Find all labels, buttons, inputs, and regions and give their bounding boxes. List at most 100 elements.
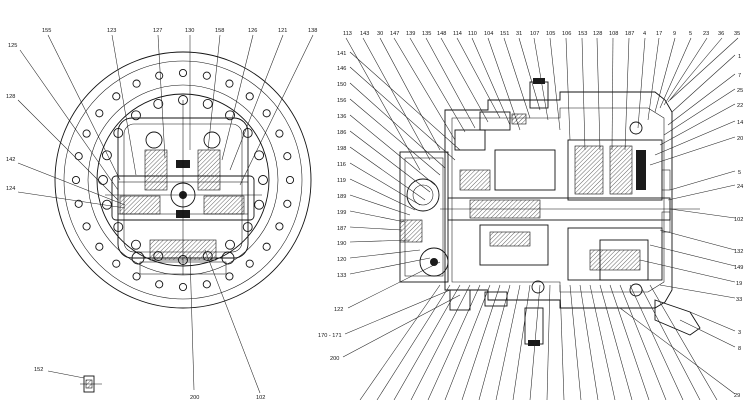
- callout-9: 9: [673, 31, 676, 37]
- leader-line: [579, 284, 599, 400]
- leader-line: [663, 88, 736, 136]
- leader-line: [629, 284, 684, 400]
- callout-30: 30: [377, 31, 383, 37]
- inner-hole: [225, 110, 235, 121]
- leader-line: [596, 37, 601, 151]
- callout-19: 19: [736, 281, 742, 287]
- callout-121: 121: [278, 28, 287, 34]
- leader-line: [589, 284, 616, 400]
- leader-line: [647, 37, 660, 121]
- callout-110: 110: [468, 31, 477, 37]
- bolt-hole: [285, 175, 295, 185]
- leader-line: [619, 307, 736, 395]
- bolt-hole: [225, 272, 234, 281]
- leader-line: [349, 98, 441, 176]
- bolt-hole: [132, 272, 141, 281]
- callout-148: 148: [437, 31, 446, 37]
- callout-200b: 200: [330, 356, 339, 362]
- leader-line: [461, 284, 501, 400]
- callout-120: 120: [337, 257, 346, 263]
- leader-line: [669, 170, 736, 191]
- callout-149: 149: [734, 265, 743, 271]
- bolt-hole: [245, 92, 254, 101]
- leader-line: [349, 210, 406, 223]
- leader-line: [349, 51, 461, 151]
- leader-line: [487, 37, 521, 131]
- leader-line: [581, 37, 586, 151]
- leader-line: [345, 37, 421, 171]
- bolt-hole: [178, 282, 188, 292]
- callout-23: 23: [703, 31, 709, 37]
- callout-141: 141: [337, 51, 346, 57]
- callout-132: 132: [734, 249, 743, 255]
- bolt-hole: [283, 152, 292, 161]
- bolt-hole: [112, 259, 121, 268]
- bolt-hole: [283, 199, 292, 208]
- leader-line: [427, 284, 481, 400]
- callout-5: 5: [689, 31, 692, 37]
- bolt-hole: [74, 152, 83, 161]
- leader-line: [533, 37, 549, 121]
- bolt-hole: [202, 71, 211, 80]
- leader-line: [349, 162, 421, 206]
- leader-line: [619, 284, 667, 400]
- leader-line: [559, 284, 565, 400]
- leader-line: [349, 114, 436, 186]
- leader-line: [478, 284, 511, 400]
- callout-152: 152: [34, 367, 43, 373]
- bolt-hole: [225, 79, 234, 88]
- bolt-hole: [262, 242, 271, 251]
- leader-line: [410, 284, 471, 400]
- callout-107: 107: [530, 31, 539, 37]
- callout-143: 143: [360, 31, 369, 37]
- seal-detail: [80, 375, 102, 393]
- bolt-hole: [82, 222, 91, 231]
- inner-hole: [101, 150, 112, 161]
- callout-189: 189: [337, 194, 346, 200]
- callout-127: 127: [153, 28, 162, 34]
- callout-153: 153: [578, 31, 587, 37]
- callout-29: 29: [734, 393, 740, 399]
- leader-line: [659, 103, 736, 146]
- callout-186: 186: [337, 130, 346, 136]
- callout-33: 33: [736, 297, 742, 303]
- leader-line: [349, 249, 421, 259]
- callout-7: 7: [738, 73, 741, 79]
- leader-line: [669, 208, 736, 219]
- leader-line: [409, 37, 466, 133]
- leader-line: [444, 284, 491, 400]
- callout-126: 126: [248, 28, 257, 34]
- leader-line: [599, 284, 633, 400]
- leader-line: [349, 130, 431, 193]
- callout-31: 31: [516, 31, 522, 37]
- bolt-hole: [245, 259, 254, 268]
- bolt-hole: [178, 68, 188, 78]
- callout-17: 17: [656, 31, 662, 37]
- leader-line: [654, 37, 676, 113]
- leader-line: [456, 37, 501, 119]
- leader-line: [569, 284, 582, 400]
- leader-line: [349, 82, 446, 169]
- leader-line: [344, 289, 451, 335]
- bolt-hole: [275, 129, 284, 138]
- leader-line: [425, 37, 476, 129]
- leader-line: [349, 178, 416, 211]
- leader-line: [624, 37, 630, 151]
- inner-hole: [225, 239, 235, 250]
- callout-123: 123: [107, 28, 116, 34]
- callout-1: 1: [738, 54, 741, 60]
- leader-line: [347, 261, 441, 309]
- bolt-hole: [82, 129, 91, 138]
- leader-line: [565, 37, 571, 141]
- bolt-hole: [95, 109, 104, 118]
- callout-125: 125: [8, 43, 17, 49]
- callout-138: 138: [308, 28, 317, 34]
- end-view-drawing: [54, 51, 312, 309]
- leader-line: [349, 66, 456, 161]
- bolt-hole: [71, 175, 81, 185]
- leader-line: [649, 284, 718, 400]
- callout-128b: 128: [593, 31, 602, 37]
- callout-156: 156: [337, 98, 346, 104]
- inner-hole: [153, 98, 164, 109]
- callout-150: 150: [337, 82, 346, 88]
